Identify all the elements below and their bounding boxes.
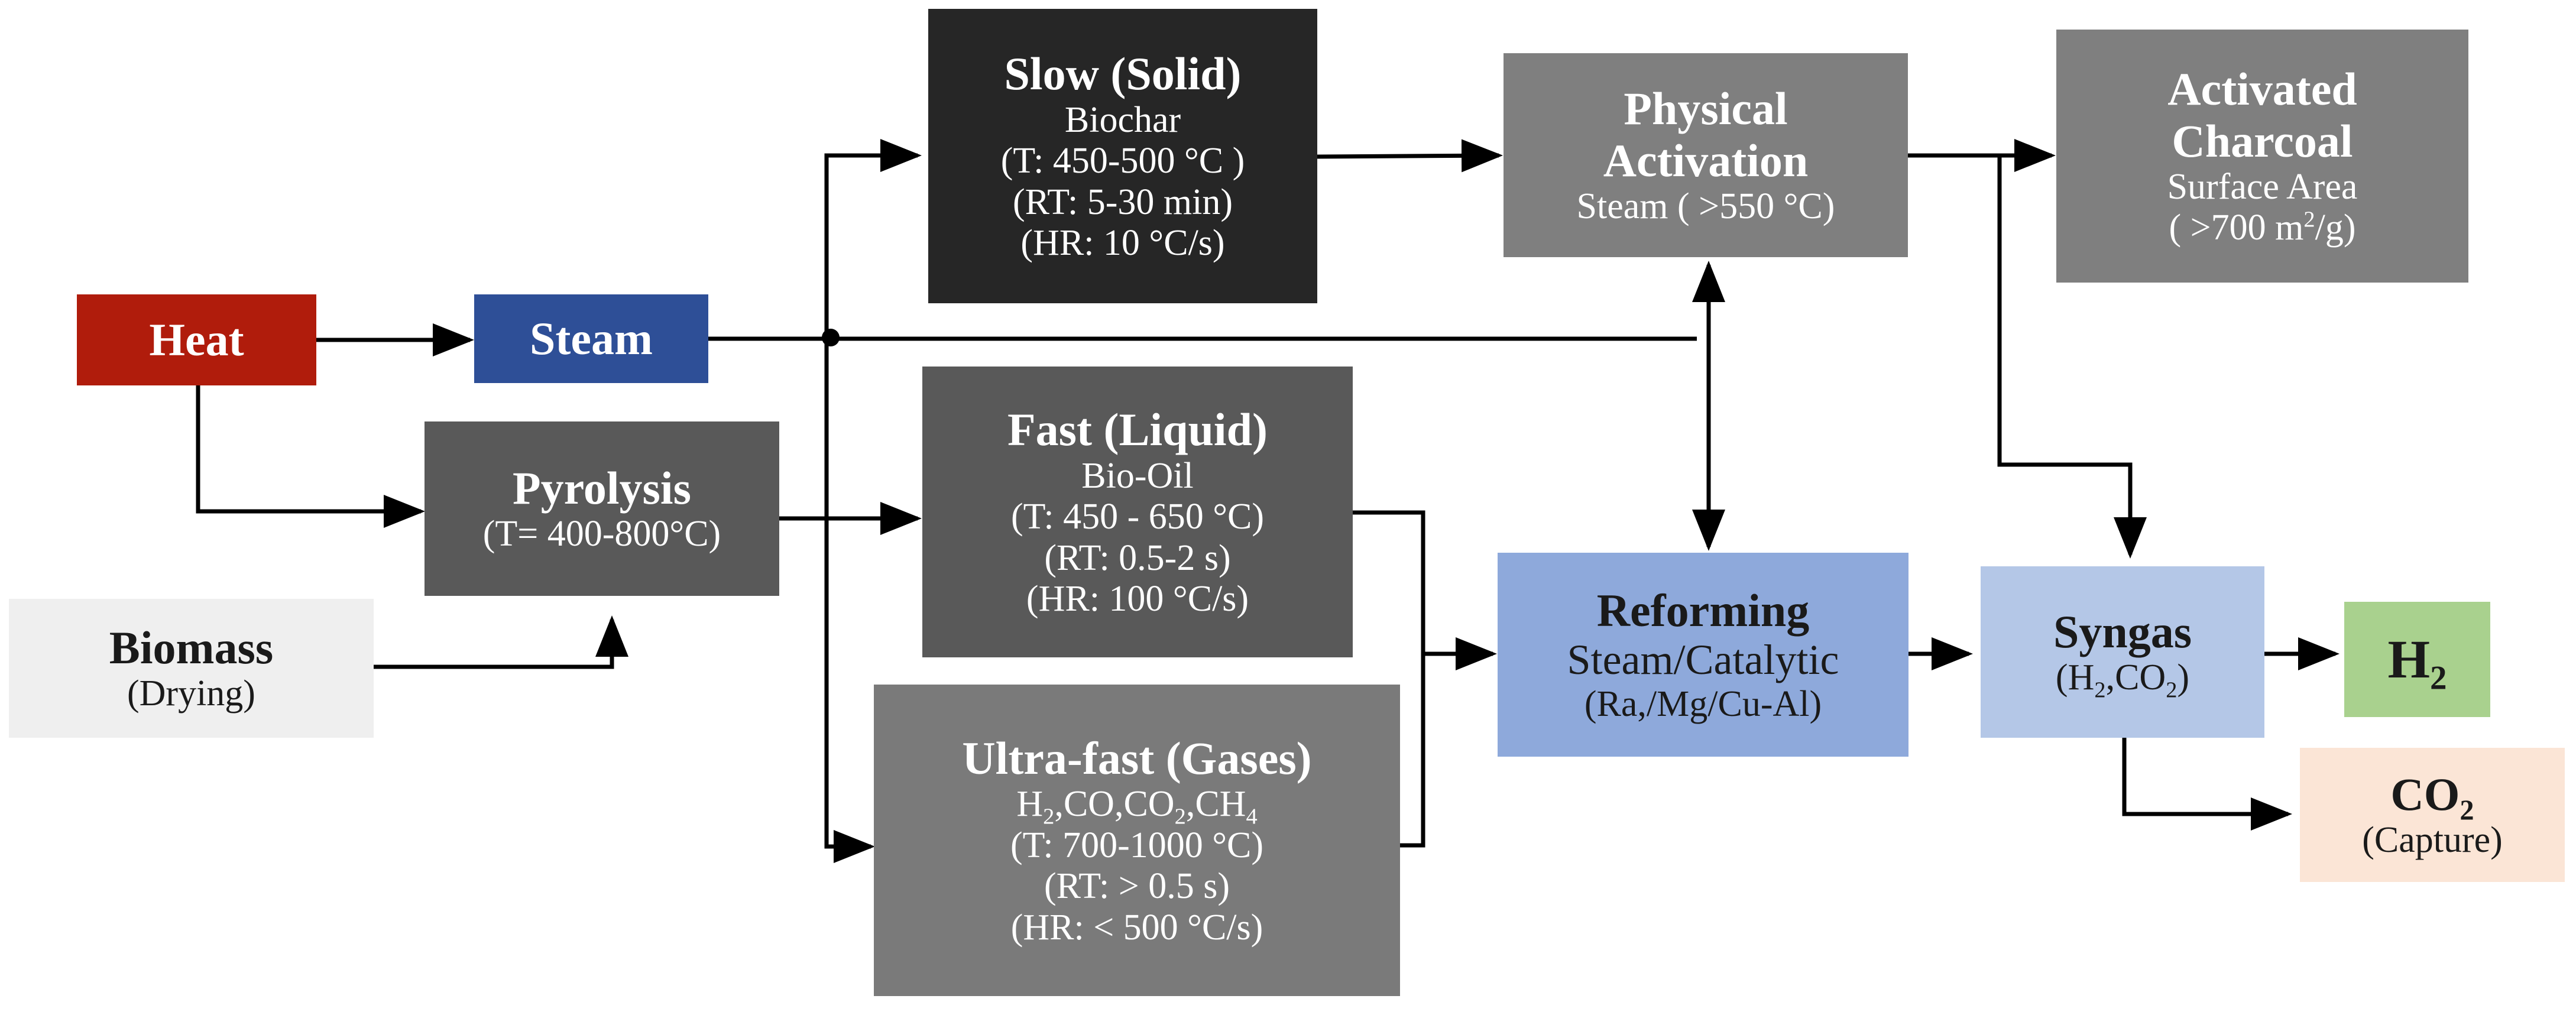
ultrafast-temperature: (T: 700-1000 °C) <box>1010 825 1264 865</box>
arrow-physical-to-syngas <box>1997 155 2147 559</box>
pyrolysis-box: Pyrolysis (T= 400-800°C) <box>425 421 779 596</box>
fast-residence-time: (RT: 0.5-2 s) <box>1044 537 1231 578</box>
ultrafast-heating-rate: (HR: < 500 °C/s) <box>1010 907 1263 948</box>
activated-title-line1: Activated <box>2167 63 2357 115</box>
arrow-heat-to-pyrolysis <box>196 385 425 528</box>
fast-title: Fast (Liquid) <box>1007 404 1268 456</box>
ultrafast-gases: H2,CO,CO2,CH4 <box>1016 784 1258 829</box>
arrow-biomass-to-pyrolysis <box>374 615 628 669</box>
slow-temperature: (T: 450-500 °C ) <box>1000 141 1245 181</box>
syngas-box: Syngas (H2,CO2) <box>1981 566 2264 738</box>
biomass-box: Biomass (Drying) <box>9 599 374 738</box>
steam-title: Steam <box>530 313 653 365</box>
reforming-method: Steam/Catalytic <box>1567 636 1839 684</box>
reforming-box: Reforming Steam/Catalytic (Ra,/Mg/Cu-Al) <box>1498 553 1908 757</box>
fast-product: Bio-Oil <box>1081 455 1194 496</box>
arrow-fast-to-reforming <box>1353 510 1425 848</box>
pyrolysis-title: Pyrolysis <box>513 462 691 514</box>
slow-heating-rate: (HR: 10 °C/s) <box>1020 223 1225 264</box>
ultrafast-box: Ultra-fast (Gases) H2,CO,CO2,CH4 (T: 700… <box>874 685 1400 996</box>
reforming-title: Reforming <box>1596 584 1810 636</box>
syngas-composition: (H2,CO2) <box>2055 657 2190 703</box>
ultrafast-residence-time: (RT: > 0.5 s) <box>1044 866 1230 907</box>
h2-label: H2 <box>2387 628 2447 697</box>
arrow-split-to-slow <box>824 139 922 518</box>
heat-box: Heat <box>77 294 316 385</box>
biomass-detail: (Drying) <box>127 673 255 714</box>
h2-box: H2 <box>2344 602 2490 717</box>
junction-dot <box>822 329 840 346</box>
arrow-split-to-ultrafast <box>824 518 875 863</box>
pyrolysis-temperature: (T= 400-800°C) <box>482 514 721 554</box>
reforming-catalyst: (Ra,/Mg/Cu-Al) <box>1584 683 1822 724</box>
arrow-syngas-to-co2 <box>2122 738 2292 831</box>
slow-residence-time: (RT: 5-30 min) <box>1012 181 1233 222</box>
physical-activation-box: Physical Activation Steam ( >550 °C) <box>1504 53 1908 257</box>
physical-steam-temperature: Steam ( >550 °C) <box>1576 186 1835 227</box>
physical-title-line1: Physical <box>1624 83 1788 135</box>
biomass-title: Biomass <box>109 622 274 674</box>
co2-label: CO2 <box>2390 768 2474 826</box>
fast-heating-rate: (HR: 100 °C/s) <box>1026 579 1249 620</box>
slow-product: Biochar <box>1064 99 1181 140</box>
activated-title-line2: Charcoal <box>2172 115 2353 167</box>
arrow-slow-to-physical <box>1317 139 1503 173</box>
fast-temperature: (T: 450 - 650 °C) <box>1010 497 1265 537</box>
co2-box: CO2 (Capture) <box>2300 748 2565 882</box>
steam-box: Steam <box>474 294 708 383</box>
co2-capture: (Capture) <box>2362 820 2503 861</box>
heat-title: Heat <box>149 314 244 366</box>
physical-title-line2: Activation <box>1603 134 1809 186</box>
activated-surface-area-value: ( >700 m2/g) <box>2169 207 2356 248</box>
slow-box: Slow (Solid) Biochar (T: 450-500 °C ) (R… <box>928 9 1317 303</box>
slow-title: Slow (Solid) <box>1004 48 1242 100</box>
activated-surface-area-label: Surface Area <box>2167 166 2358 207</box>
syngas-title: Syngas <box>2053 605 2192 657</box>
activated-charcoal-box: Activated Charcoal Surface Area ( >700 m… <box>2056 30 2468 283</box>
ultrafast-title: Ultra-fast (Gases) <box>962 732 1312 784</box>
fast-box: Fast (Liquid) Bio-Oil (T: 450 - 650 °C) … <box>922 367 1353 657</box>
